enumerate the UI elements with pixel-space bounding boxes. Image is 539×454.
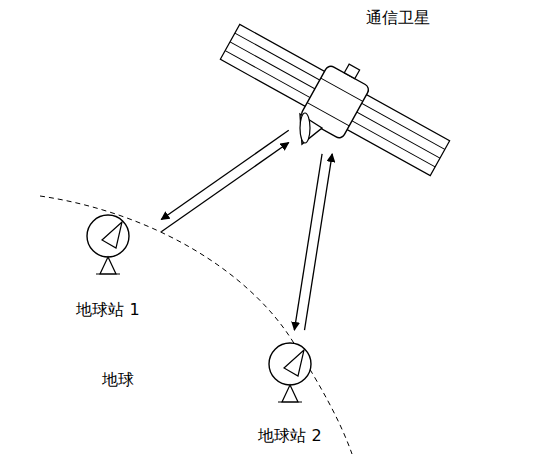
solar-panel — [220, 24, 449, 175]
satellite-icon — [292, 58, 378, 150]
region-label: 地球 — [102, 370, 134, 390]
signal-arrow — [161, 143, 288, 232]
signal-arrow — [161, 130, 288, 219]
earth-station: 地球站 2 — [238, 334, 342, 446]
station-name: 地球站 1 — [76, 300, 139, 320]
satellite: 通信卫星 — [292, 58, 378, 150]
earth-station: 地球站 1 — [58, 206, 158, 320]
station-name: 地球站 2 — [258, 426, 321, 446]
signal-arrow — [304, 154, 332, 330]
satellite-title: 通信卫星 — [366, 8, 430, 28]
